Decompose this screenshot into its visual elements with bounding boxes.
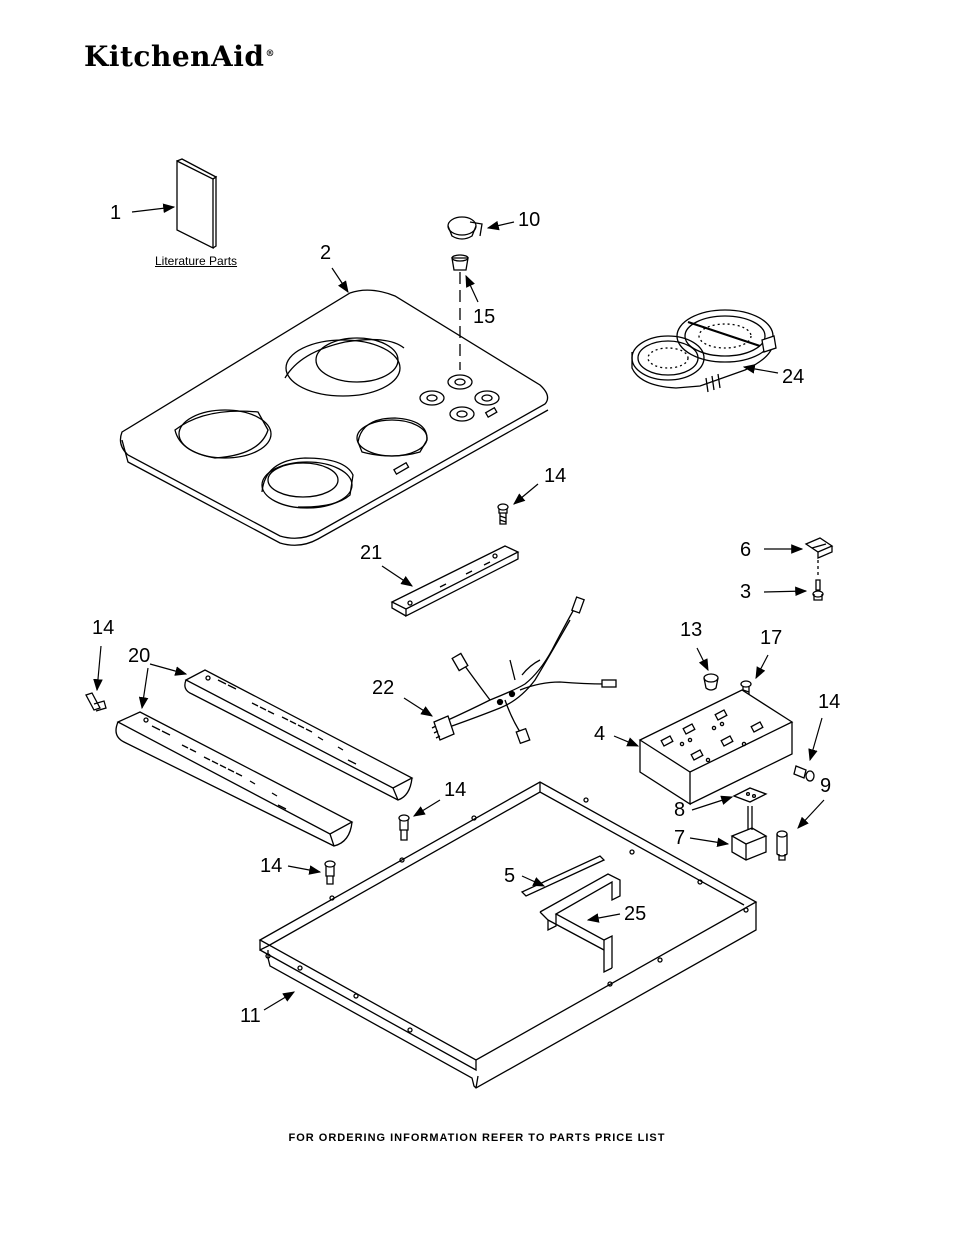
rear-channel-lower <box>115 711 354 847</box>
callout-7: 7 <box>674 827 686 849</box>
callout-21: 21 <box>360 542 383 564</box>
terminal-plug <box>776 830 788 861</box>
callout-14-top: 14 <box>544 465 567 487</box>
callout-4: 4 <box>594 723 606 745</box>
callout-9: 9 <box>820 775 832 797</box>
callout-2: 2 <box>320 242 332 264</box>
callout-22: 22 <box>372 677 395 699</box>
callout-leaders <box>93 203 825 1011</box>
screw-icon <box>497 503 509 525</box>
ordering-info-footer: FOR ORDERING INFORMATION REFER TO PARTS … <box>288 1132 666 1144</box>
front-bracket <box>390 545 520 618</box>
control-knob <box>447 216 483 240</box>
callout-14-box-left: 14 <box>260 855 283 877</box>
callout-15: 15 <box>473 306 496 328</box>
callout-11: 11 <box>240 1005 261 1027</box>
cooktop-glass-top <box>119 289 549 546</box>
callout-13: 13 <box>680 619 703 641</box>
callout-14-left: 14 <box>92 617 115 639</box>
infinite-switch <box>730 806 768 861</box>
callout-8: 8 <box>674 799 686 821</box>
knob-spacer <box>451 254 469 271</box>
logo-text: KitchenAid <box>84 40 265 73</box>
small-screw <box>812 579 824 601</box>
callout-5: 5 <box>504 865 516 887</box>
switch-pad <box>732 787 768 803</box>
callout-24: 24 <box>782 366 805 388</box>
callout-10: 10 <box>518 209 541 231</box>
callout-25: 25 <box>624 903 647 925</box>
cooktop-box <box>258 781 758 1089</box>
support-bracket <box>539 873 621 974</box>
screw-icon <box>398 814 410 841</box>
insulation-strip <box>520 855 606 897</box>
callout-6: 6 <box>740 539 752 561</box>
clip-bracket <box>804 537 834 559</box>
screw-icon <box>324 860 336 885</box>
callout-1: 1 <box>110 202 122 224</box>
plug-button <box>703 673 719 691</box>
literature-booklet <box>176 158 218 250</box>
screw-icon <box>85 692 107 712</box>
wire-harness <box>431 596 617 745</box>
callout-17: 17 <box>760 627 783 649</box>
callout-3: 3 <box>740 581 752 603</box>
kitchenaid-logo: KitchenAid® <box>84 40 275 73</box>
rear-channel-upper <box>184 669 414 801</box>
dual-radiant-element <box>631 309 777 393</box>
registered-mark: ® <box>265 48 275 59</box>
literature-parts-caption: Literature Parts <box>155 254 238 268</box>
callout-14-right: 14 <box>818 691 841 713</box>
screw-icon <box>793 765 815 782</box>
callout-20: 20 <box>128 645 151 667</box>
callout-14-box-rim: 14 <box>444 779 467 801</box>
control-bracket <box>638 689 794 806</box>
